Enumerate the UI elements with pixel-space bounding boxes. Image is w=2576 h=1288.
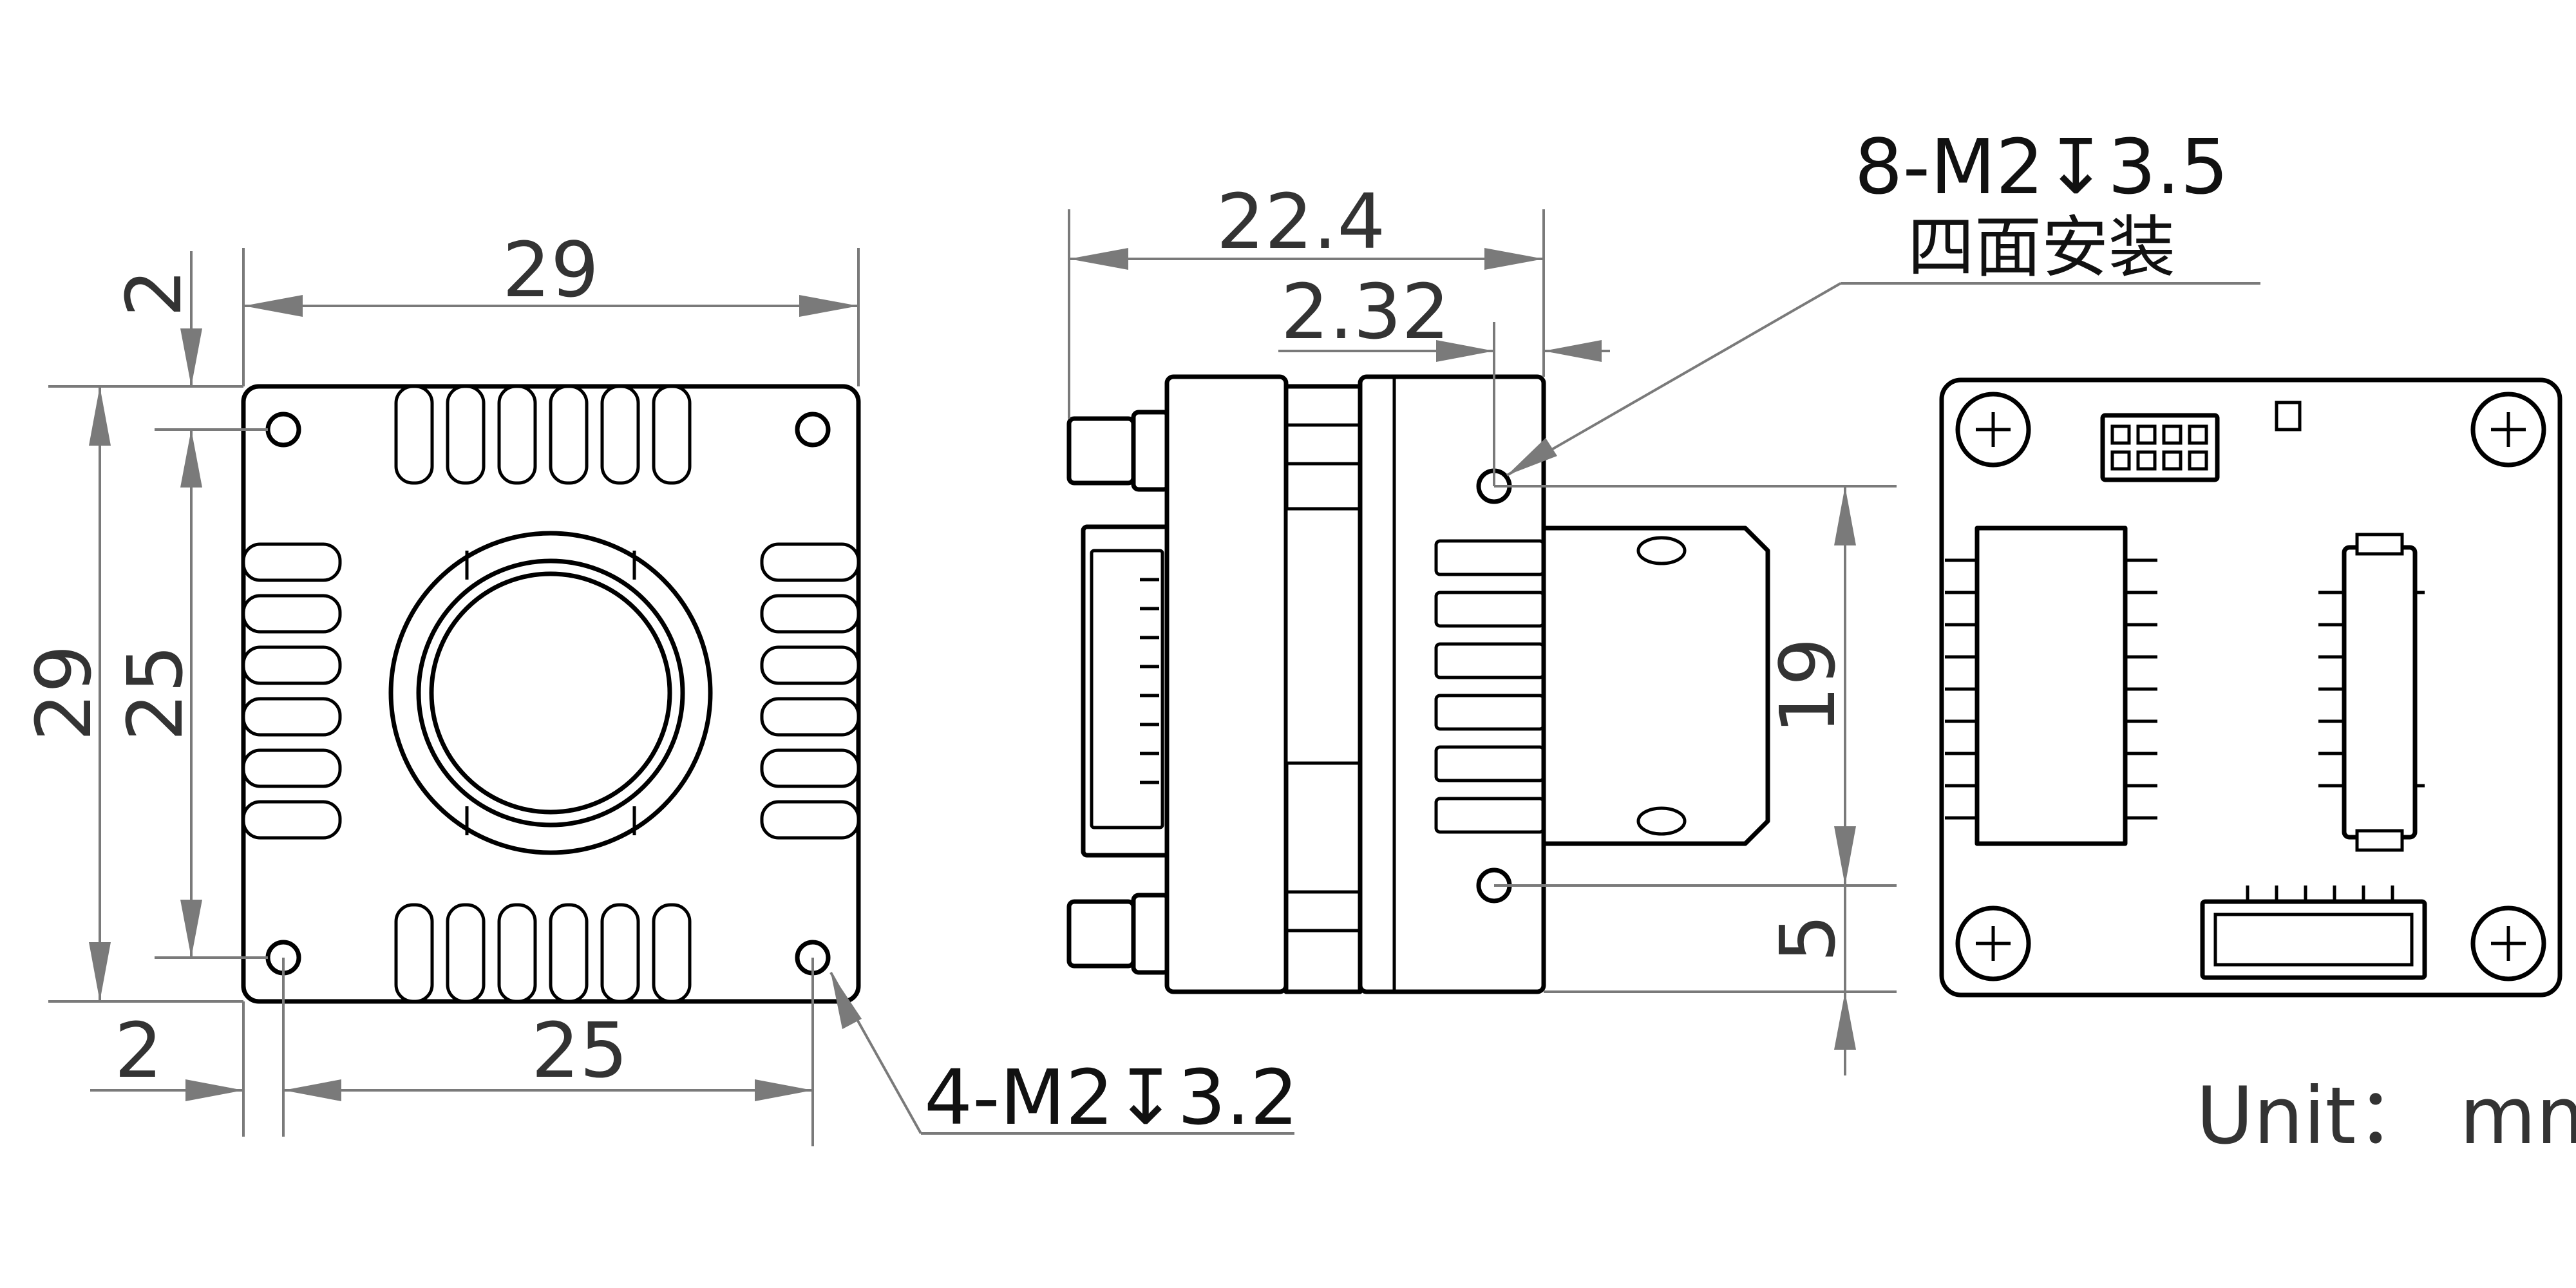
side-dimensions — [1068, 209, 2260, 1075]
side-rear-plate — [1164, 374, 1289, 994]
side-connector-pins — [1140, 578, 1159, 784]
callout-side-holes-line1: 8-M2↧3.5 — [1854, 122, 2228, 211]
front-view: 29 2 29 25 2 25 4-M2↧3.2 — [19, 225, 1298, 1146]
back-header-pins — [2110, 424, 2208, 471]
dim-front-width-29: 29 — [502, 225, 599, 314]
callout-front-holes: 4-M2↧3.2 — [924, 1053, 1298, 1142]
dim-side-spacing-19: 19 — [1763, 638, 1852, 734]
dim-front-height-29: 29 — [19, 645, 108, 741]
front-dimensions — [48, 248, 1294, 1146]
side-view: 22.4 2.32 19 5 8-M2↧3.5 四面安装 — [1066, 122, 2260, 1075]
front-fins-right — [760, 542, 860, 840]
dim-side-flange-2-32: 2.32 — [1281, 267, 1450, 356]
dim-side-length-22-4: 22.4 — [1217, 177, 1386, 266]
dim-front-height-25: 25 — [111, 645, 200, 741]
front-fins-top — [394, 384, 692, 485]
dim-front-offset-top-2: 2 — [109, 269, 198, 317]
dim-front-width-25: 25 — [531, 1006, 628, 1095]
back-screws — [1955, 392, 2546, 981]
dim-front-offset-left-2: 2 — [114, 1006, 162, 1095]
dim-side-offset-5: 5 — [1763, 914, 1852, 962]
front-fins-bottom — [394, 903, 692, 1003]
unit-label: Unit： mm — [2196, 1070, 2576, 1162]
side-fins — [1434, 539, 1546, 834]
side-lens-barrel — [1541, 526, 1770, 846]
back-fpc-connector — [2318, 533, 2425, 852]
callout-side-holes-line2: 四面安装 — [1908, 208, 2175, 287]
lens-mount — [388, 531, 713, 855]
back-cable-connector — [2200, 886, 2427, 980]
back-view — [1939, 377, 2562, 998]
front-fins-left — [242, 542, 342, 840]
back-chip — [1945, 526, 2157, 846]
